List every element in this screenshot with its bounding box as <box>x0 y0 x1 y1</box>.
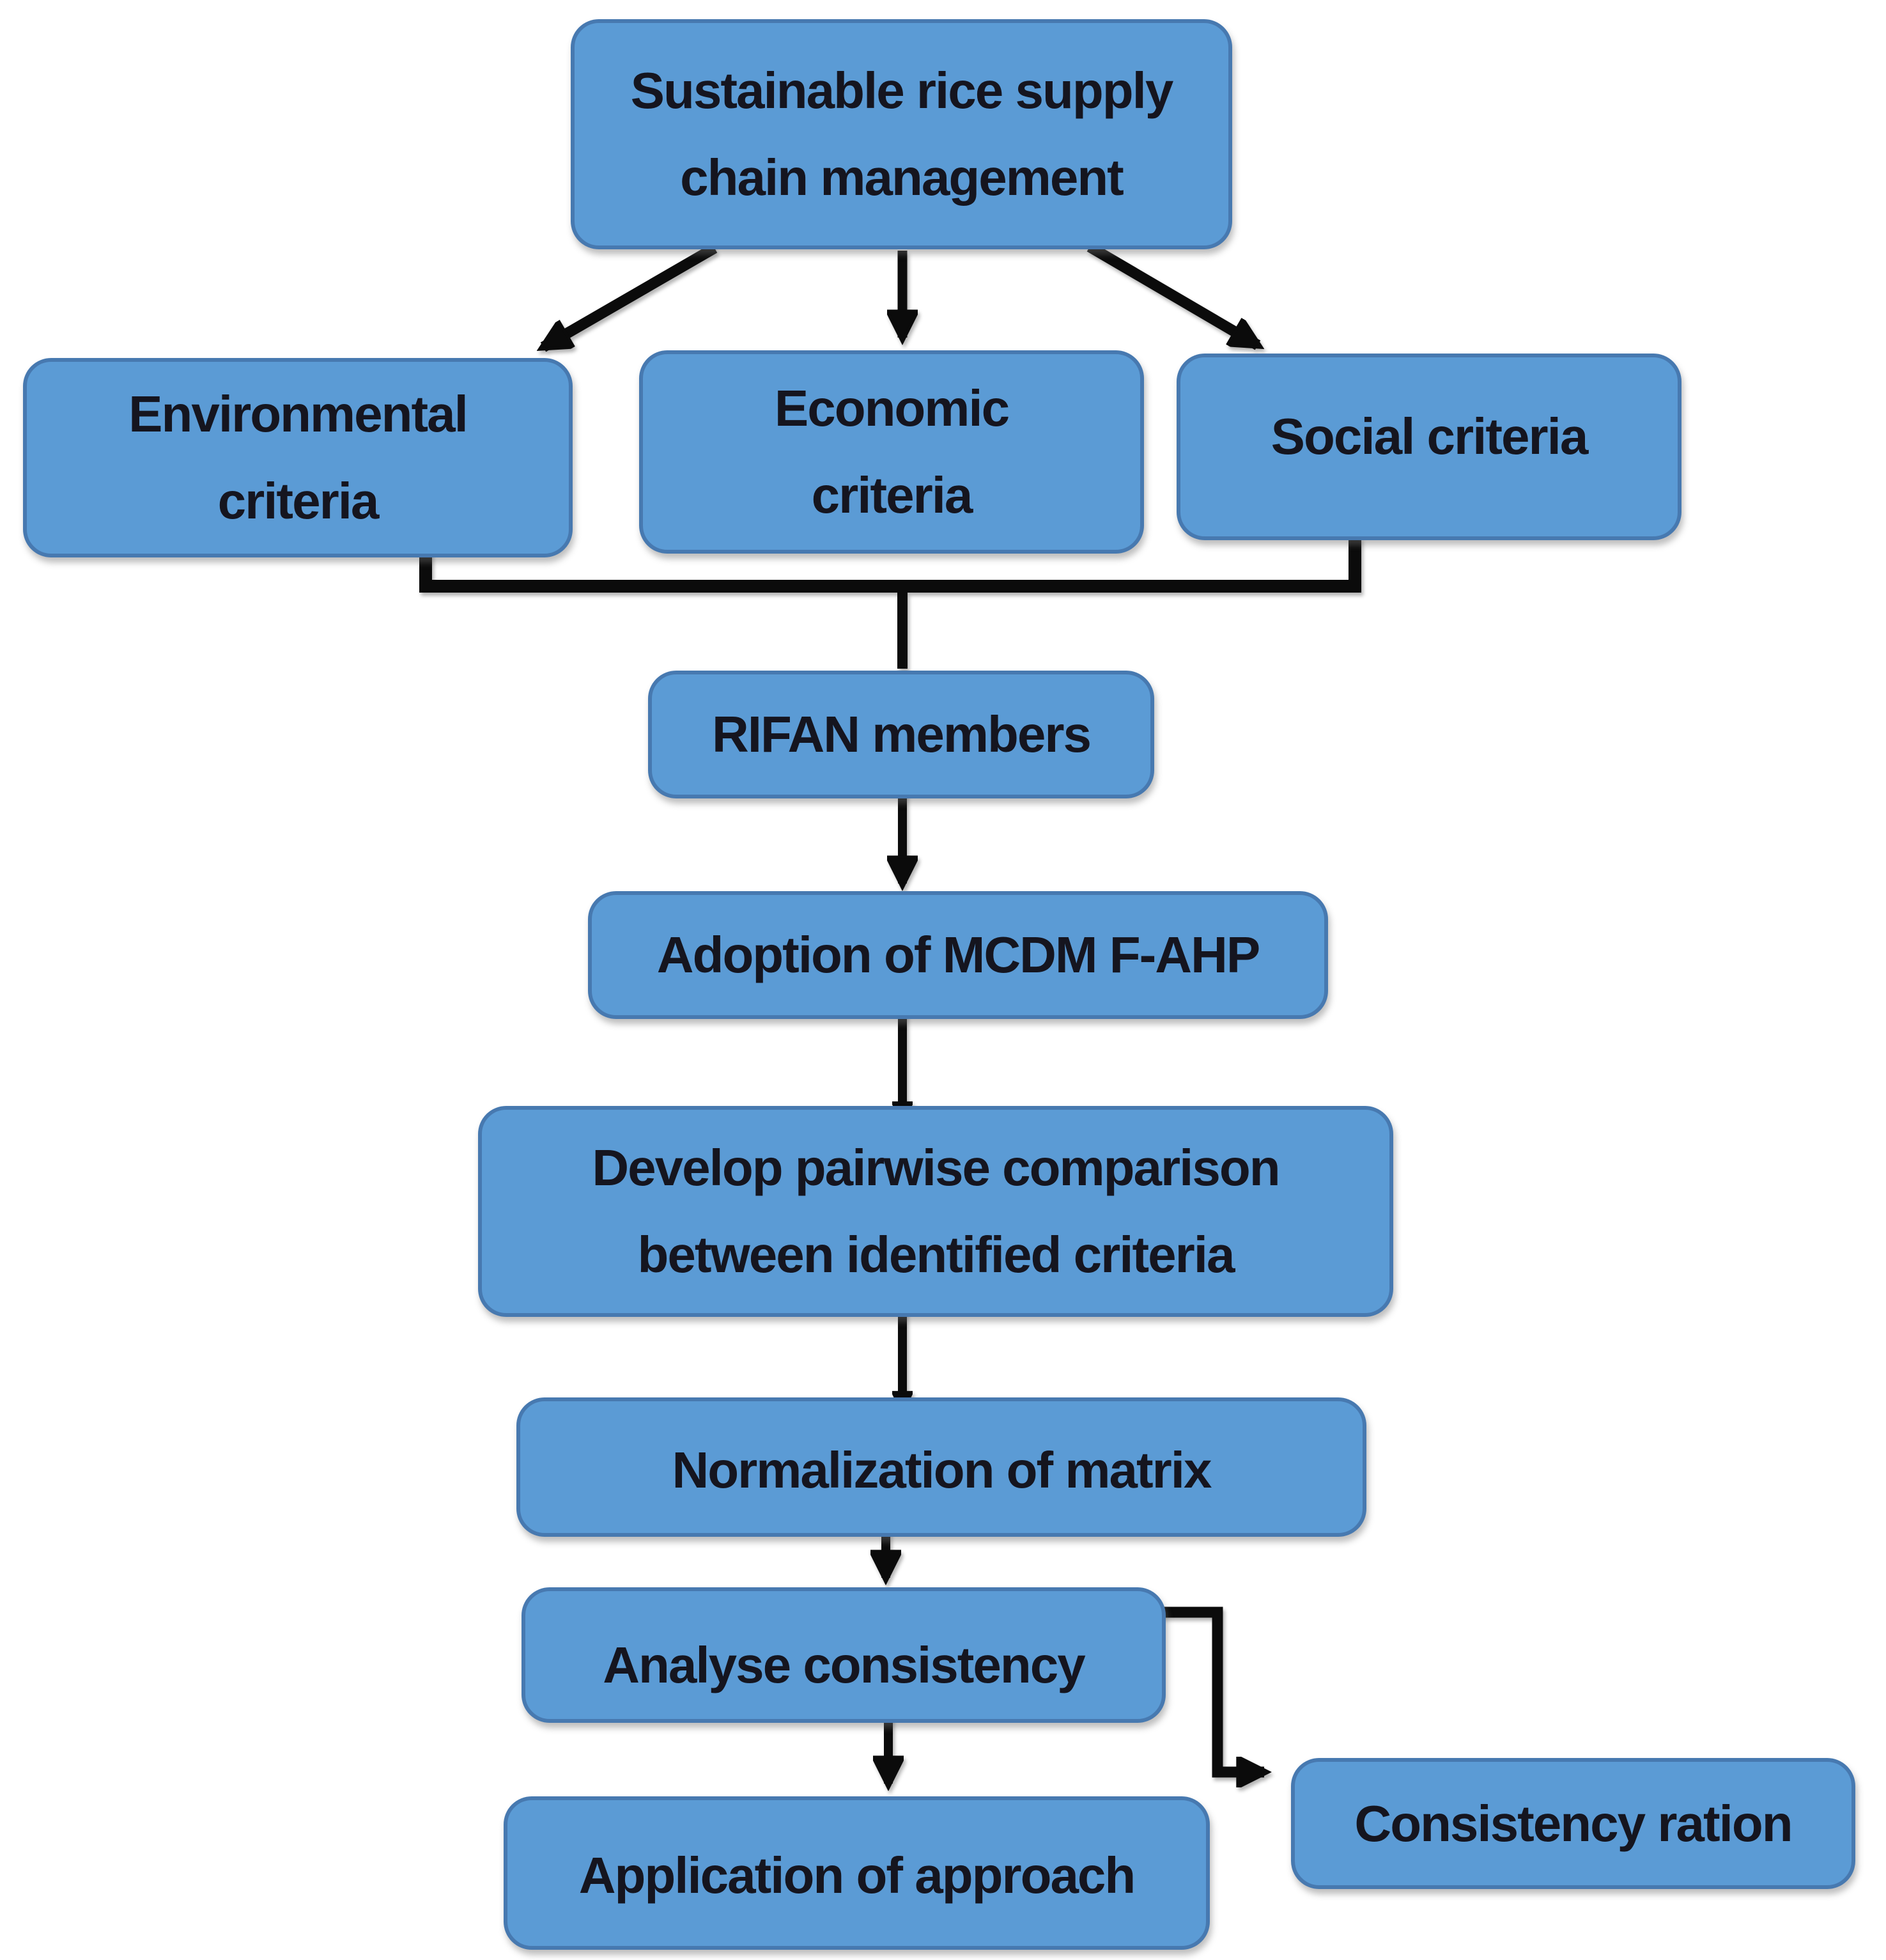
node-adoption-mcdm-fahp: Adoption of MCDM F-AHP <box>588 891 1328 1019</box>
node-label: Analyse consistency <box>603 1637 1085 1693</box>
node-label: Normalization of matrix <box>672 1442 1212 1498</box>
node-rifan-members: RIFAN members <box>648 671 1154 798</box>
node-develop-pairwise-comparison: Develop pairwise comparison between iden… <box>478 1106 1393 1317</box>
node-economic-criteria: Economic criteria <box>639 350 1144 554</box>
node-environmental-criteria: Environmental criteria <box>23 358 573 557</box>
node-normalization-of-matrix: Normalization of matrix <box>516 1397 1366 1537</box>
node-label: Consistency ration <box>1354 1794 1793 1852</box>
node-social-criteria: Social criteria <box>1177 354 1681 540</box>
node-sustainable-rice-supply-chain-management: Sustainable rice supply chain management <box>571 19 1232 249</box>
node-label: Application of approach <box>578 1847 1136 1904</box>
connector-criteria-merge <box>419 537 1361 593</box>
node-consistency-ration: Consistency ration <box>1291 1758 1855 1889</box>
node-analyse-consistency: Analyse consistency <box>522 1587 1166 1723</box>
arrow-root-environmental <box>543 243 718 352</box>
arrow-analyse-consistency <box>1156 1606 1264 1772</box>
node-label: Social criteria <box>1271 408 1589 465</box>
node-label: Develop pairwise comparison <box>592 1139 1280 1196</box>
node-label: criteria <box>217 472 380 529</box>
node-label: Sustainable rice supply <box>630 62 1174 119</box>
node-label: Environmental <box>128 385 468 442</box>
node-application-of-approach: Application of approach <box>504 1796 1210 1950</box>
node-label: chain management <box>680 149 1124 206</box>
node-label: criteria <box>811 467 973 524</box>
node-label: Economic <box>774 380 1010 437</box>
node-label: Adoption of MCDM F-AHP <box>656 926 1260 983</box>
arrow-root-social <box>1086 242 1258 350</box>
node-label: between identified criteria <box>637 1226 1235 1283</box>
node-label: RIFAN members <box>712 706 1092 763</box>
